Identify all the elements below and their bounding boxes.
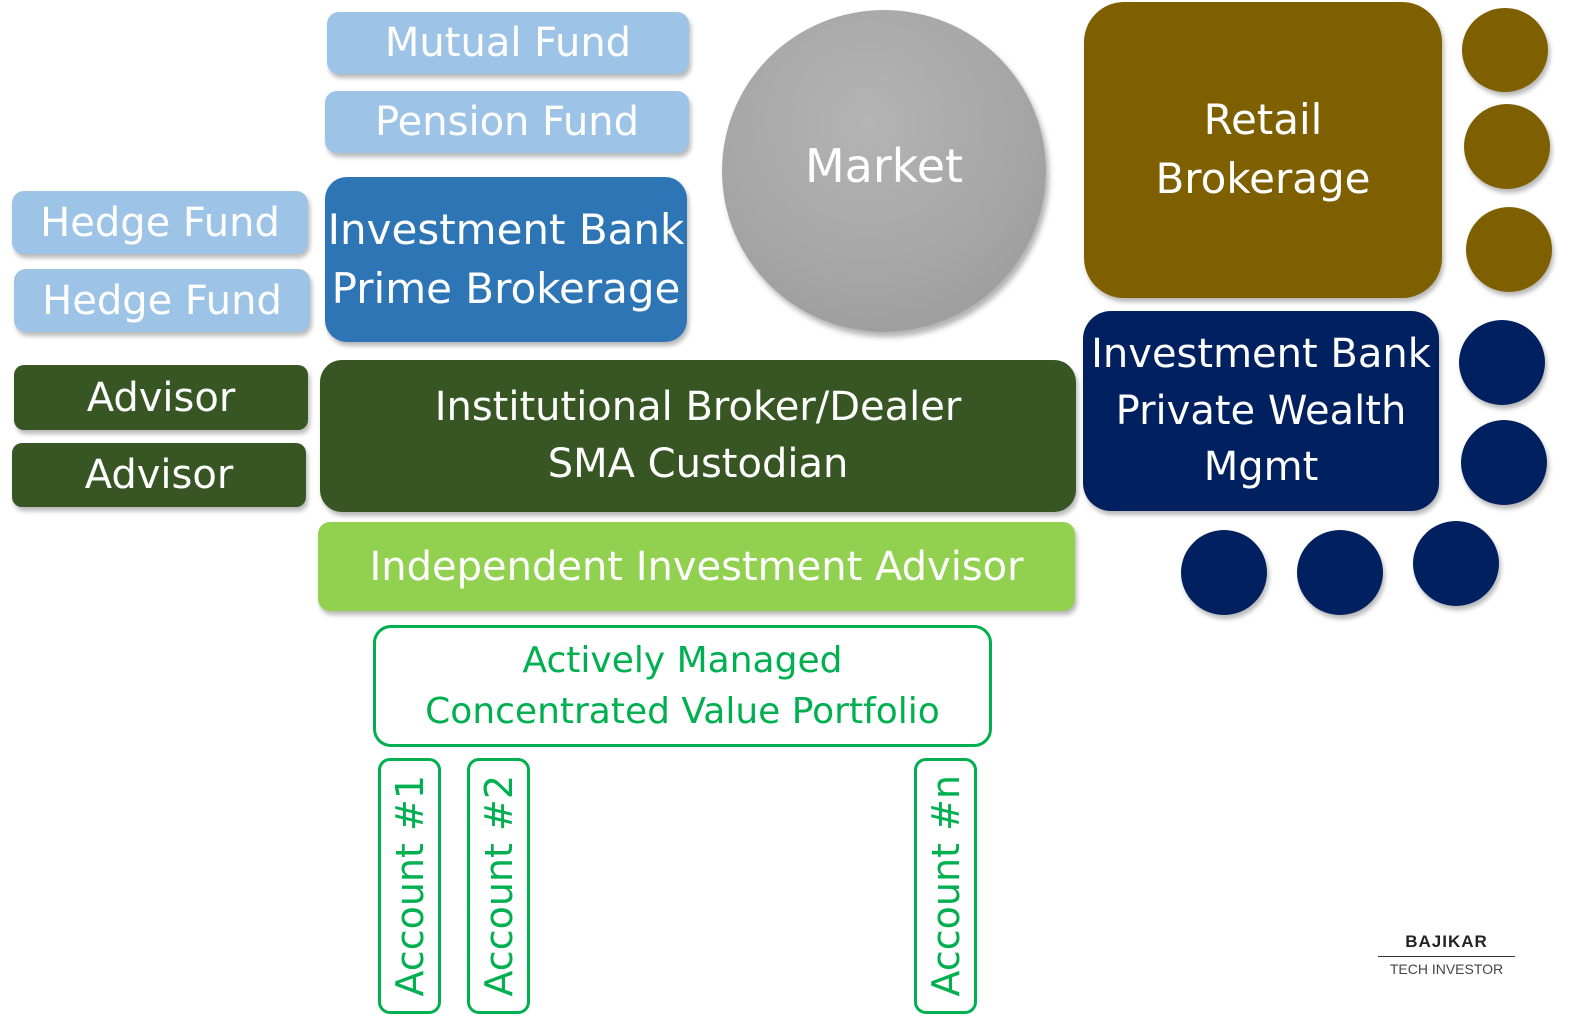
private-wealth-line-2: Private Wealth bbox=[1115, 387, 1407, 434]
wealth-client-circle-2 bbox=[1461, 420, 1547, 505]
account-label-n: Account #n bbox=[923, 775, 968, 997]
hedge-fund-label-1: Hedge Fund bbox=[40, 199, 280, 246]
wealth-client-circle-1 bbox=[1459, 320, 1545, 405]
prime-brokerage-line-1: Investment Bank bbox=[327, 205, 685, 254]
independent-advisor-label: Independent Investment Advisor bbox=[369, 543, 1024, 590]
account-label-1: Account #1 bbox=[387, 775, 432, 997]
prime-brokerage-node: Investment Bank Prime Brokerage bbox=[325, 177, 687, 342]
hedge-fund-node-2: Hedge Fund bbox=[14, 269, 310, 332]
institutional-broker-dealer-node: Institutional Broker/Dealer SMA Custodia… bbox=[320, 360, 1076, 512]
private-wealth-line-1: Investment Bank bbox=[1091, 330, 1431, 377]
retail-brokerage-line-1: Retail bbox=[1203, 95, 1323, 145]
account-node-n: Account #n bbox=[914, 758, 977, 1014]
hedge-fund-label-2: Hedge Fund bbox=[42, 277, 282, 324]
portfolio-node: Actively Managed Concentrated Value Port… bbox=[373, 625, 992, 747]
hedge-fund-node-1: Hedge Fund bbox=[12, 191, 308, 254]
portfolio-line-1: Actively Managed bbox=[522, 639, 843, 681]
institutional-line-1: Institutional Broker/Dealer bbox=[434, 384, 962, 431]
wealth-client-circle-5 bbox=[1413, 521, 1499, 606]
brand-logo: BAJIKAR TECH INVESTOR bbox=[1378, 932, 1515, 977]
logo-line-1: BAJIKAR bbox=[1378, 932, 1515, 957]
account-node-1: Account #1 bbox=[378, 758, 441, 1014]
pension-fund-node: Pension Fund bbox=[325, 91, 689, 153]
portfolio-line-2: Concentrated Value Portfolio bbox=[425, 691, 940, 732]
market-circle: Market bbox=[722, 10, 1046, 332]
independent-advisor-node: Independent Investment Advisor bbox=[318, 522, 1075, 611]
wealth-client-circle-3 bbox=[1181, 530, 1267, 615]
retail-brokerage-line-2: Brokerage bbox=[1155, 154, 1371, 203]
advisor-label-1: Advisor bbox=[86, 374, 236, 421]
advisor-node-1: Advisor bbox=[14, 365, 308, 430]
wealth-client-circle-4 bbox=[1297, 530, 1383, 615]
logo-line-2: TECH INVESTOR bbox=[1389, 961, 1504, 977]
prime-brokerage-line-2: Prime Brokerage bbox=[331, 263, 681, 313]
account-label-2: Account #2 bbox=[476, 775, 521, 997]
market-label: Market bbox=[804, 139, 964, 193]
mutual-fund-node: Mutual Fund bbox=[327, 12, 689, 74]
retail-client-circle-1 bbox=[1462, 8, 1548, 92]
institutional-line-2: SMA Custodian bbox=[547, 441, 849, 487]
private-wealth-node: Investment Bank Private Wealth Mgmt bbox=[1083, 311, 1439, 511]
advisor-label-2: Advisor bbox=[84, 452, 234, 498]
private-wealth-line-3: Mgmt bbox=[1203, 444, 1319, 491]
advisor-node-2: Advisor bbox=[12, 443, 306, 507]
retail-client-circle-2 bbox=[1464, 104, 1550, 189]
retail-brokerage-node: Retail Brokerage bbox=[1084, 2, 1442, 298]
mutual-fund-label: Mutual Fund bbox=[384, 20, 632, 66]
retail-client-circle-3 bbox=[1466, 207, 1552, 292]
account-node-2: Account #2 bbox=[467, 758, 530, 1014]
pension-fund-label: Pension Fund bbox=[374, 99, 640, 145]
